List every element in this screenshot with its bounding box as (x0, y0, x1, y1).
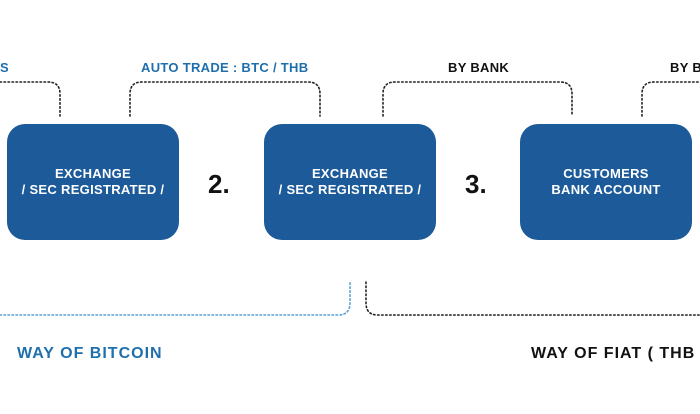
exchange-box-1-line1: EXCHANGE (54, 166, 132, 181)
step-2-number: 2. (208, 169, 230, 199)
exchange-box-2: EXCHANGE / SEC REGISTRATED / (264, 124, 436, 240)
top-bracket-auto-trade (129, 81, 321, 117)
bottom-bracket-bitcoin (0, 281, 351, 316)
top-bracket-right-partial (641, 81, 700, 117)
exchange-box-2-line1: EXCHANGE (311, 166, 389, 181)
way-of-fiat-label: WAY OF FIAT ( THB (531, 345, 696, 362)
way-of-bitcoin-label: WAY OF BITCOIN (17, 345, 163, 362)
top-label-partial-left: S (0, 60, 9, 75)
top-label-auto-trade: AUTO TRADE : BTC / THB (141, 60, 309, 75)
top-bracket-by-bank (382, 81, 573, 117)
customers-box-line2: BANK ACCOUNT (551, 182, 661, 197)
exchange-box-2-line2: / SEC REGISTRATED / (278, 182, 422, 197)
customers-box-line1: CUSTOMERS (563, 166, 649, 181)
step-3-number: 3. (465, 169, 487, 199)
bottom-bracket-fiat (365, 281, 700, 316)
top-label-by-bank: BY BANK (448, 60, 510, 75)
top-bracket-left-partial (0, 81, 61, 117)
exchange-box-1-line2: / SEC REGISTRATED / (21, 182, 165, 197)
customers-bank-account-box: CUSTOMERS BANK ACCOUNT (520, 124, 692, 240)
top-label-by-bank-partial: BY B (670, 60, 700, 75)
exchange-box-1: EXCHANGE / SEC REGISTRATED / (7, 124, 179, 240)
